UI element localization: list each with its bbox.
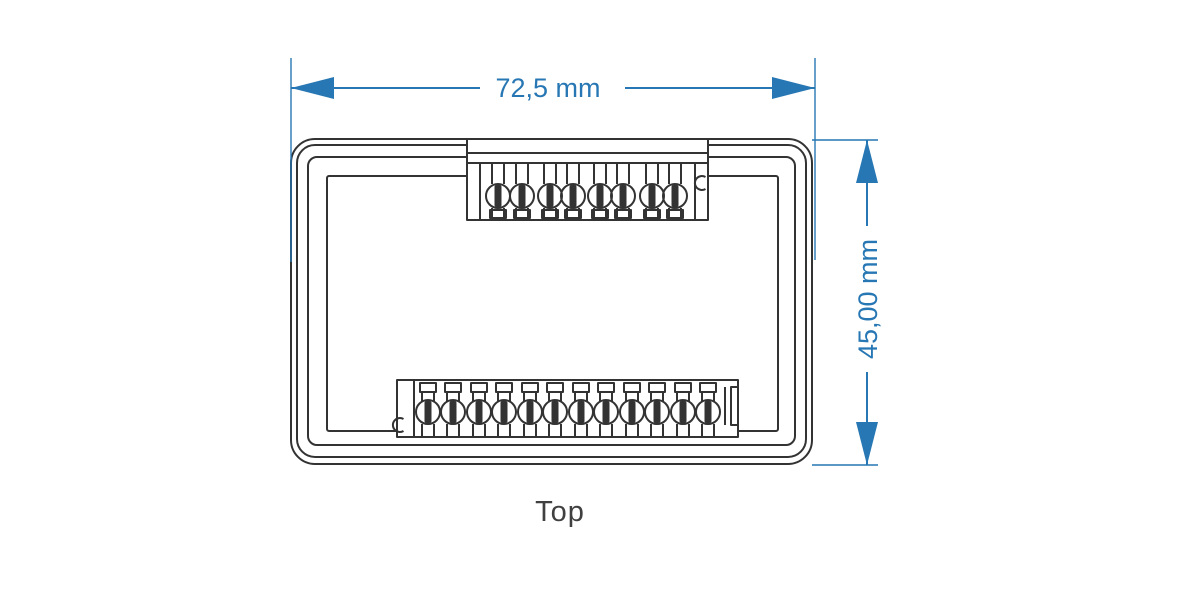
terminal-screw [509,163,535,220]
terminal-block-bottom-end-notch [391,417,405,433]
terminal-screw [491,382,517,437]
terminal-screw [670,382,696,437]
screw-slot-icon [449,401,457,423]
screw-slot-icon [518,185,526,207]
screw-slot-icon [679,401,687,423]
terminal-block-top-end-notch [693,175,707,191]
width-dimension-label: 72,5 mm [495,73,600,103]
terminal-screw [593,382,619,437]
screw-slot-icon [653,401,661,423]
screw-head-icon [644,399,670,425]
screw-head-icon [542,399,568,425]
screw-slot-icon [494,185,502,207]
screw-slot-icon [546,185,554,207]
screw-slot-icon [526,401,534,423]
screw-head-icon [610,183,636,209]
height-dimension-label: 45,00 mm [853,239,883,359]
terminal-screw [695,382,721,437]
screw-slot-icon [671,185,679,207]
screw-slot-icon [619,185,627,207]
terminal-screw [639,163,665,220]
screw-head-icon [593,399,619,425]
screw-slot-icon [596,185,604,207]
screw-slot-icon [424,401,432,423]
screw-slot-icon [628,401,636,423]
height-dimension: 45,00 mm [812,139,883,466]
screw-head-icon [695,399,721,425]
screw-head-icon [662,183,688,209]
terminal-block-bottom-end-bracket [730,386,738,426]
terminal-screw [466,382,492,437]
terminal-screw [662,163,688,220]
screw-slot-icon [475,401,483,423]
terminal-screw [542,382,568,437]
screw-head-icon [491,399,517,425]
screw-slot-icon [500,401,508,423]
screw-head-icon [509,183,535,209]
terminal-screw [644,382,670,437]
arrowhead-down-icon [856,422,878,465]
screw-slot-icon [569,185,577,207]
arrowhead-right-icon [772,77,815,99]
terminal-screws-top [485,163,688,220]
screw-slot-icon [551,401,559,423]
arrowhead-up-icon [856,140,878,183]
terminal-screw [440,382,466,437]
screw-head-icon [440,399,466,425]
arrowhead-left-icon [291,77,334,99]
screw-head-icon [560,183,586,209]
terminal-screws-bottom [415,382,721,437]
screw-slot-icon [577,401,585,423]
terminal-block-top [466,138,709,221]
terminal-screw [537,163,563,220]
terminal-block-bottom [391,379,739,438]
screw-slot-icon [602,401,610,423]
terminal-screw [485,163,511,220]
terminal-screw [610,163,636,220]
width-dimension: 72,5 mm [290,58,816,262]
view-label: Top [535,496,585,528]
screw-slot-icon [648,185,656,207]
terminal-screw [560,163,586,220]
screw-slot-icon [704,401,712,423]
